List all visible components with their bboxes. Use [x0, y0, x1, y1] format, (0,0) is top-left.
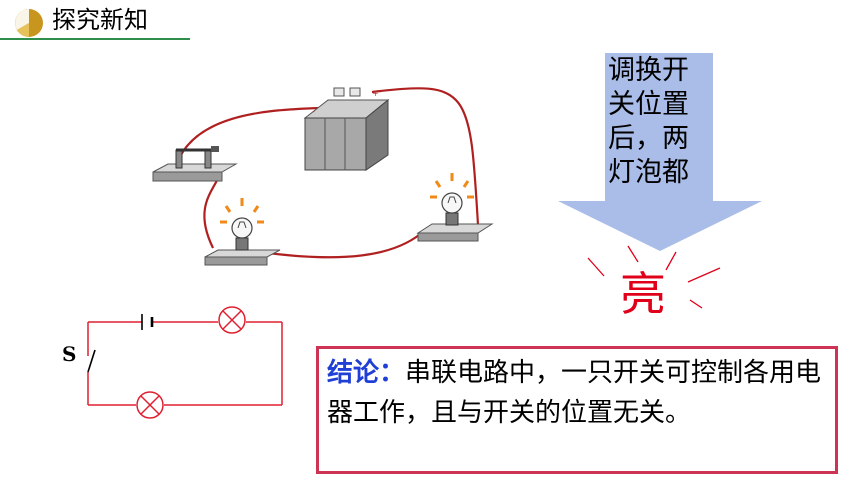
lamp-symbol-top: [218, 306, 246, 334]
bulb-icon-left: [204, 198, 281, 266]
pie-chart-icon: [15, 9, 43, 37]
knife-switch-icon: [152, 146, 238, 182]
conclusion-label: 结论：: [327, 358, 406, 388]
down-arrow-icon: [558, 53, 762, 251]
circuit-schematic: [87, 321, 283, 406]
conclusion-box: 结论：串联电路中，一只开关可控制各用电器工作，且与开关的位置无关。: [316, 346, 838, 474]
switch-symbol: [87, 349, 96, 373]
header-divider: [0, 38, 190, 40]
page-title: 探究新知: [52, 6, 148, 34]
arrow-text: 调换开关位置后，两灯泡都: [608, 55, 689, 188]
battery-icon: - +: [303, 87, 390, 171]
bulb-icon-right: [416, 173, 494, 242]
lamp-symbol-bottom: [136, 391, 164, 419]
svg-text:+: +: [372, 89, 379, 98]
conclusion-text: 串联电路中，一只开关可控制各用电器工作，且与开关的位置无关。: [327, 358, 822, 428]
switch-label: S: [62, 342, 77, 366]
glow-lines: [587, 245, 721, 309]
bright-label: 亮: [620, 267, 666, 321]
svg-text:-: -: [312, 107, 315, 116]
battery-symbol: [141, 314, 154, 330]
